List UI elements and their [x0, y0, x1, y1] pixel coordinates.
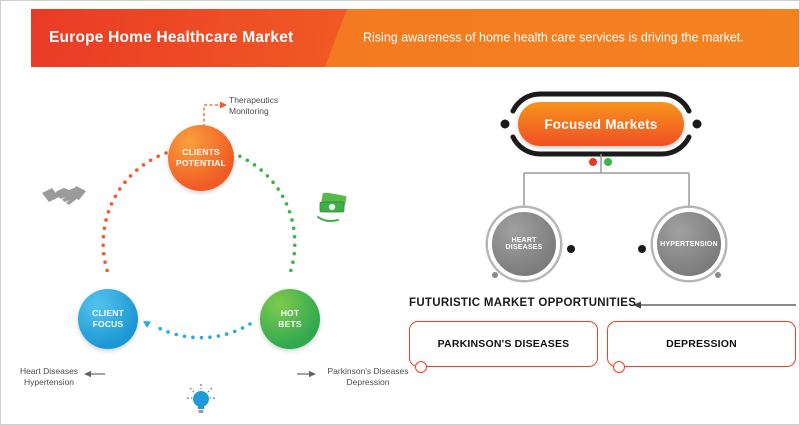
therapeutics-arrowhead-icon: [220, 101, 227, 109]
hypertension-ring-dot: [715, 272, 721, 278]
focused-markets-label: Focused Markets: [544, 116, 658, 132]
junction-green-dot: [604, 158, 612, 166]
cycle-arrowhead-icon: [143, 321, 151, 328]
hot-bets-note: Parkinson's Diseases Depression: [327, 366, 409, 388]
cycle-arc-orange: [101, 151, 168, 278]
opportunity-box-depression: DEPRESSION: [607, 321, 796, 373]
page-title: Europe Home Healthcare Market: [49, 29, 294, 46]
hot-bets-arrowhead-icon: [309, 370, 316, 378]
pill-left-dot: [500, 119, 510, 129]
header-subtitle: Rising awareness of home health care ser…: [363, 30, 744, 45]
pill-right-dot: [692, 119, 702, 129]
header-title-panel: Europe Home Healthcare Market: [31, 9, 347, 67]
box-corner-ring-icon: [613, 361, 625, 373]
box-corner-ring-icon: [415, 361, 427, 373]
client-focus-label: CLIENT FOCUS: [92, 308, 124, 329]
header-banner: Rising awareness of home health care ser…: [31, 9, 799, 67]
hot-bets-label: HOT BETS: [278, 308, 302, 329]
node-hypertension: HYPERTENSION: [653, 208, 725, 280]
cycle-arc-blue: [151, 322, 252, 340]
tree-connectors: [523, 154, 690, 206]
handshake-icon: [41, 181, 87, 218]
heart-node-side-dot: [567, 245, 575, 253]
hypertension-label: HYPERTENSION: [660, 240, 718, 248]
opportunity-box-parkinsons: PARKINSON'S DISEASES: [409, 321, 598, 373]
cycle-node-hot-bets: HOT BETS: [260, 289, 320, 349]
hypertension-node-side-dot: [638, 245, 646, 253]
heart-diseases-label: HEART DISEASES: [505, 237, 543, 251]
focused-markets-pill: Focused Markets: [518, 102, 684, 146]
therapeutics-note: Therapeutics Monitoring: [229, 95, 279, 117]
depression-label: DEPRESSION: [666, 338, 737, 350]
heart-ring-dot: [492, 272, 498, 278]
lightbulb-icon: [186, 383, 216, 424]
node-heart-diseases: HEART DISEASES: [488, 208, 560, 280]
cycle-arc-green: [230, 151, 297, 278]
client-focus-note: Heart Diseases Hypertension: [19, 366, 79, 388]
money-bills-icon: [315, 192, 349, 228]
clients-potential-label: CLIENTS POTENTIAL: [176, 147, 226, 168]
cycle-node-client-focus: CLIENT FOCUS: [78, 289, 138, 349]
cycle-node-clients-potential: CLIENTS POTENTIAL: [168, 125, 234, 191]
therapeutics-arrow: [203, 104, 220, 127]
parkinsons-label: PARKINSON'S DISEASES: [437, 338, 570, 350]
futuristic-opportunities-heading: FUTURISTIC MARKET OPPORTUNITIES: [409, 297, 637, 309]
junction-red-dot: [589, 158, 597, 166]
